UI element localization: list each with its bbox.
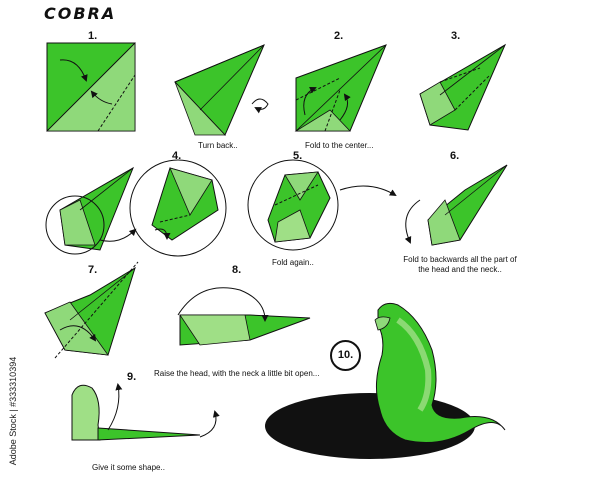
turn-back-figure xyxy=(174,44,269,136)
step-3-number: 3. xyxy=(451,30,461,42)
caption-fold-again: Fold again.. xyxy=(272,258,314,267)
step-9-number: 9. xyxy=(127,371,137,383)
step-5-number: 5. xyxy=(293,150,303,162)
step3-figure xyxy=(419,43,507,131)
caption-fold-backwards: Fold to backwards all the part of the he… xyxy=(403,255,517,274)
step4-figure xyxy=(129,159,227,257)
step-10-badge: 10. xyxy=(330,340,361,371)
step-1-number: 1. xyxy=(88,30,98,42)
step-10-number: 10. xyxy=(337,349,354,361)
step10-cobra xyxy=(265,302,506,459)
step5-figure xyxy=(247,159,397,251)
stock-watermark: Adobe Stock | #333310394 xyxy=(8,356,18,466)
step-4-number: 4. xyxy=(172,150,182,162)
page-title: COBRA xyxy=(44,4,117,23)
caption-give-shape: Give it some shape.. xyxy=(92,463,165,472)
caption-raise-head: Raise the head, with the neck a little b… xyxy=(154,369,320,378)
step-7-number: 7. xyxy=(88,264,98,276)
caption-fold-center: Fold to the center... xyxy=(305,141,374,150)
step8-figure xyxy=(177,287,311,346)
step-2-number: 2. xyxy=(334,30,344,42)
step1-figure xyxy=(46,42,136,132)
step-6-number: 6. xyxy=(450,150,460,162)
caption-turn-back: Turn back.. xyxy=(198,141,238,150)
step7-figure xyxy=(44,261,139,359)
step-8-number: 8. xyxy=(232,264,242,276)
row2-left-figure xyxy=(45,166,137,255)
step6-figure xyxy=(404,164,508,246)
step2-figure xyxy=(294,44,387,132)
step9-figure xyxy=(71,383,220,441)
